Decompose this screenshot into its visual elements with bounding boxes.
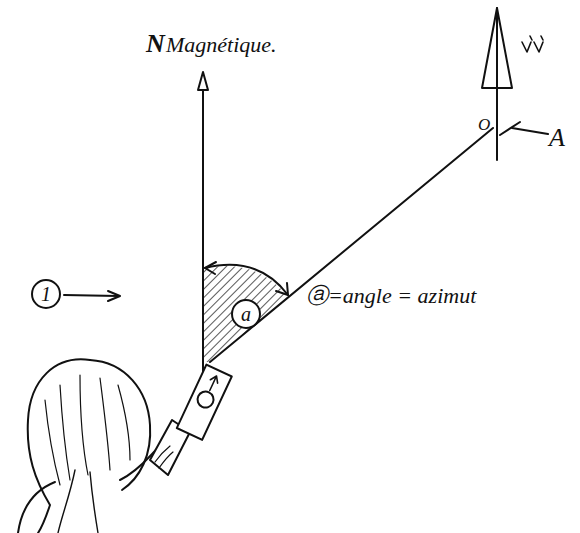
annotation-label: ⓐ=angle = azimut <box>306 284 476 308</box>
girl-ponytail <box>58 470 98 533</box>
compass-dial <box>195 389 216 410</box>
compass-plate <box>177 365 232 440</box>
sight-line <box>210 128 493 362</box>
annotation-label: N <box>146 30 165 59</box>
circle-outline <box>232 300 260 328</box>
tick-marks <box>522 36 543 52</box>
annotation-label: O <box>478 116 490 135</box>
annotation-label: Magnétique. <box>166 33 277 57</box>
circle-outline <box>32 280 60 308</box>
girl-sleeve <box>155 446 173 468</box>
girl-hair-strands <box>45 375 130 485</box>
arc-head <box>205 262 216 274</box>
callout-arrow <box>64 295 118 296</box>
compass-arrow <box>206 374 220 392</box>
arc-head <box>276 283 288 295</box>
annotation-label: A <box>549 124 565 153</box>
target-pole <box>496 8 498 160</box>
north-arrowhead <box>198 72 208 90</box>
girl-hair <box>90 360 150 490</box>
callout-circle: a <box>231 299 261 329</box>
north-line <box>202 80 204 372</box>
callout-text: a <box>241 304 251 324</box>
callout-arrowhead <box>108 291 120 301</box>
callout-circle: 1 <box>31 279 61 309</box>
angle-arc <box>205 265 288 295</box>
leader-line <box>512 128 548 134</box>
girl-shoulder <box>120 448 158 480</box>
callout-text: 1 <box>41 284 51 304</box>
